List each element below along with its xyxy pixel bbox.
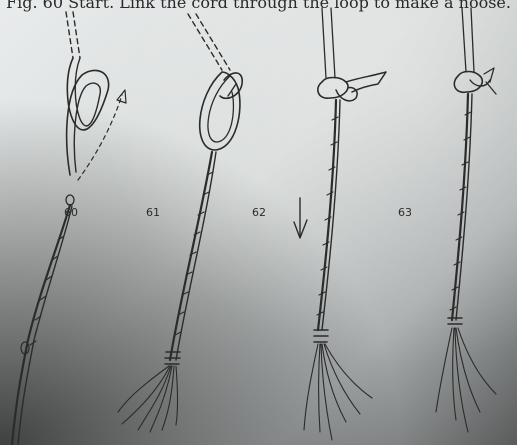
figure-62-drawing xyxy=(294,8,386,440)
figure-60-number: 60 xyxy=(64,206,78,219)
figure-61-drawing xyxy=(118,14,242,432)
figure-61-number: 61 xyxy=(146,206,160,219)
figure-60-drawing xyxy=(12,12,126,445)
figure-63-drawing xyxy=(436,8,496,432)
figure-63-number: 63 xyxy=(398,206,412,219)
figure-62-number: 62 xyxy=(252,206,266,219)
